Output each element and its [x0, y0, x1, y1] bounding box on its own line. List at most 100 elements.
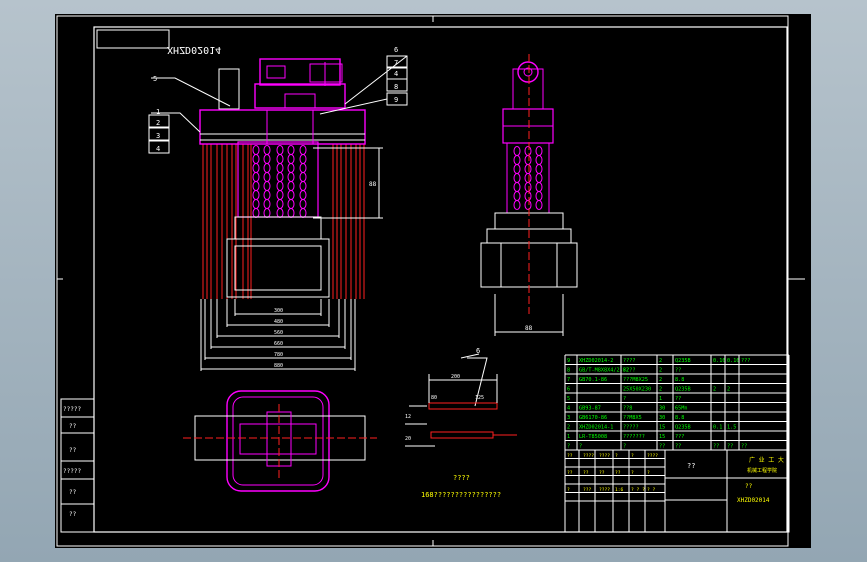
dim-5: 780: [274, 352, 283, 358]
stamp-cell: ?????: [63, 406, 81, 413]
bom-cell: 30: [659, 406, 665, 412]
bom-cell: GB93-87: [579, 406, 601, 412]
code-mirrored-text: XHZD02014: [167, 44, 221, 55]
bom-cell: XHZD02014-1: [579, 425, 613, 431]
stamp-cell: ?????: [63, 468, 81, 475]
bom-cell: ??: [675, 444, 681, 450]
bom-cell: 8: [567, 368, 570, 374]
bom-cell: 15: [659, 434, 665, 440]
bom-cell: ?: [579, 444, 582, 450]
bom-cell: 2: [713, 387, 716, 393]
outer-frame: [56, 15, 789, 547]
title-cell: ?: [567, 487, 570, 493]
company-1: 广 业 工 大: [749, 456, 784, 464]
bom-cell: 8.8: [675, 377, 684, 383]
stamp-cell: ??: [69, 511, 77, 518]
bom-cell: 2: [659, 368, 662, 374]
dim-6: 880: [274, 363, 283, 369]
bom-cell: 25X50X230: [623, 387, 651, 393]
bom-cell: 9: [567, 358, 570, 364]
front-view: 88 300 480 560 660 780 880 5 1 2 3 4 6 7…: [148, 46, 408, 371]
callout-6: 6: [394, 46, 398, 54]
top-view: [183, 390, 377, 492]
bom-cell: 30: [659, 415, 665, 421]
side-view: 88: [480, 54, 578, 336]
bom-cell: 0.16: [713, 358, 726, 364]
detail-dim-1: 200: [451, 374, 460, 380]
bom-cell: 2: [659, 358, 662, 364]
company-2: 机械工程学院: [747, 467, 777, 474]
inner-frame: [93, 26, 788, 533]
title-cell: ??: [599, 470, 605, 476]
bom-cell: ?: [567, 444, 570, 450]
title-name: ??: [687, 462, 695, 470]
bom-cell: ??: [675, 368, 681, 374]
bom-cell: 3: [567, 415, 570, 421]
callout-7: 7: [394, 59, 398, 67]
bom-cell: 1: [567, 434, 570, 440]
dim-2: 480: [274, 319, 283, 325]
bom-cell: GB6170-86: [579, 415, 607, 421]
callout-3: 3: [156, 132, 160, 140]
title-cell: ? ? ?: [631, 487, 645, 493]
side-dim: 88: [525, 325, 533, 332]
callout-5: 5: [153, 75, 157, 83]
title-cell: ????: [599, 487, 610, 493]
bom-cell: 0.1: [713, 425, 722, 431]
bom-cell: ????: [623, 368, 636, 374]
bom-cell: 2: [659, 377, 662, 383]
title-cell: ????: [583, 453, 594, 459]
bom-cell: GB70.1-86: [579, 377, 607, 383]
stamp-cell: ??: [69, 447, 77, 454]
bom-cell: XHZD02014-2: [579, 358, 613, 364]
note-line: 168????????????????: [421, 491, 501, 499]
title-cell: ??: [567, 470, 573, 476]
callout-6-detail: 6: [476, 347, 480, 355]
detail-part-6: [405, 353, 517, 447]
bom-cell: ?: [623, 444, 626, 450]
bom-cell: Q235B: [675, 425, 691, 431]
bom-cell: 2: [567, 425, 570, 431]
bom-cell: ???: [741, 358, 750, 364]
dim-height: 88: [369, 181, 377, 188]
bom-cell: ??8: [623, 406, 632, 412]
bom-cell: ??: [659, 444, 665, 450]
bom-cell: 2: [659, 387, 662, 393]
title-cell: ??: [567, 453, 573, 459]
detail-dim-5: 20: [405, 436, 411, 442]
bom-cell: 1: [659, 396, 662, 402]
callout-1: 1: [156, 108, 160, 116]
callout-4b: 4: [394, 70, 398, 78]
callout-4: 4: [156, 145, 160, 153]
bom-cell: ????: [623, 358, 636, 364]
bom-cell: ??: [741, 444, 747, 450]
title-cell: ???: [583, 487, 592, 493]
detail-dim-4: 12: [405, 414, 411, 420]
detail-dim-3: 125: [475, 395, 484, 401]
drawing-canvas[interactable]: XHZD02014 ????? ?? ?? ????? ?? ??: [55, 14, 811, 548]
bom-cell: 15: [659, 425, 665, 431]
title-cell: ?: [631, 453, 634, 459]
title-code: XHZD02014: [737, 497, 770, 504]
bom-cell: ??: [675, 396, 681, 402]
bom-cell: 2: [727, 387, 730, 393]
title-cell: ? ?: [647, 487, 656, 493]
bom-cell: 7: [567, 377, 570, 383]
stamp-cell: ??: [69, 489, 77, 496]
bom-cell: LR-T85008: [579, 434, 607, 440]
bom-cell: ?: [623, 396, 626, 402]
title-block: ??广 业 工 大机械工程学院??XHZD02014??????????????…: [564, 449, 790, 533]
bom-cell: 4: [567, 406, 570, 412]
title-cell: ?: [631, 470, 634, 476]
bom-cell: 6: [567, 387, 570, 393]
bom-cell: 8.8: [675, 415, 684, 421]
title-cell: ????: [599, 453, 610, 459]
bom-cell: ???: [675, 434, 684, 440]
cad-drawing: XHZD02014 ????? ?? ?? ????? ?? ??: [56, 15, 805, 547]
bom-cell: ???????: [623, 434, 645, 440]
bom-cell: ??M8X5: [623, 415, 642, 421]
bom-cell: 5: [567, 396, 570, 402]
dim-3: 560: [274, 330, 283, 336]
